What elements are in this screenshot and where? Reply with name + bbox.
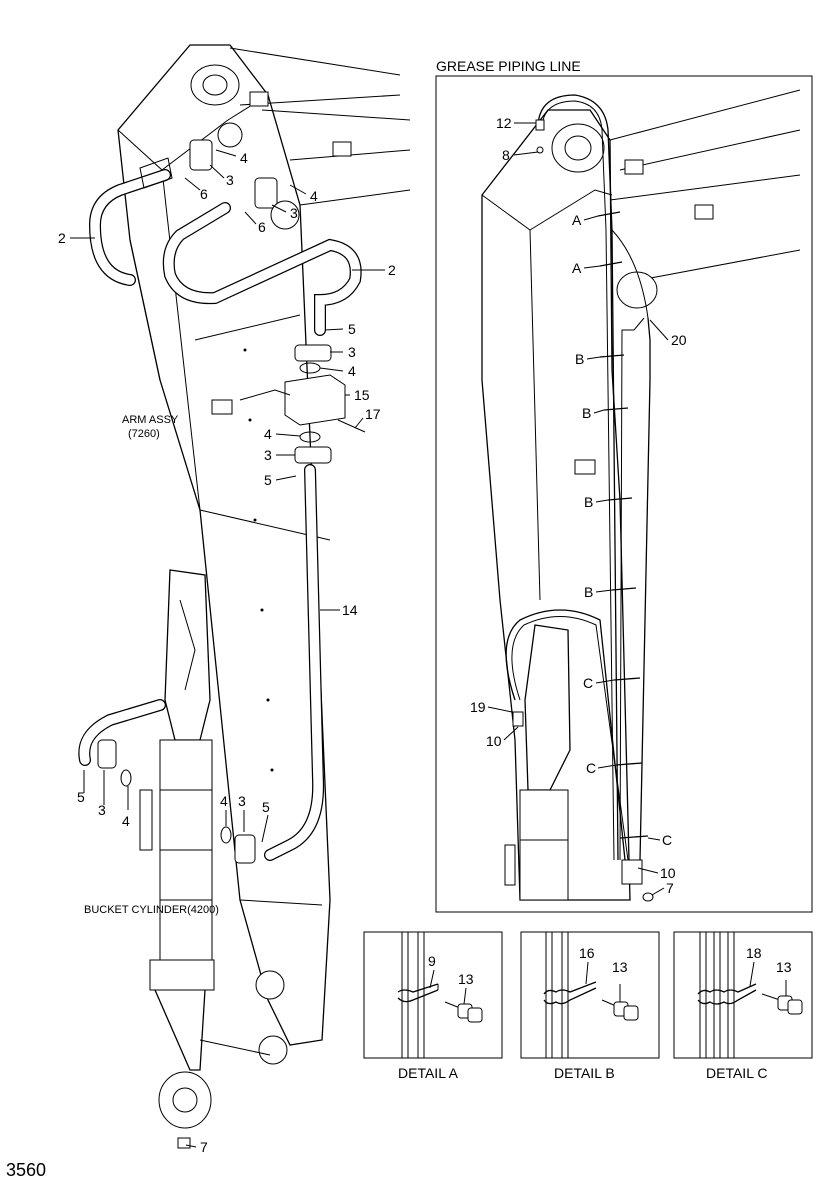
callout-3-block-top: 3 xyxy=(348,344,356,360)
callout-4-right: 4 xyxy=(220,793,228,809)
callout-4-block-top: 4 xyxy=(348,363,356,379)
detail-a-clamp-no: 9 xyxy=(428,953,436,969)
grease-callout-8: 8 xyxy=(502,147,510,163)
callout-4-block-bottom: 4 xyxy=(264,426,272,442)
detail-b-bolt-no: 13 xyxy=(612,959,628,975)
callout-5-block-bottom: 5 xyxy=(264,472,272,488)
grease-leader-lines xyxy=(487,122,669,896)
grease-piping-title: GREASE PIPING LINE xyxy=(436,58,581,74)
grease-callout-C2: C xyxy=(586,760,596,776)
detail-c-clamp-no: 18 xyxy=(746,945,762,961)
grease-callouts: 12 8 A A 20 B B B B C C C 19 10 10 7 xyxy=(470,115,687,896)
main-labels: ARM ASSY (7260) BUCKET CYLINDER(4200) xyxy=(84,414,219,916)
grease-callout-C3: C xyxy=(662,832,672,848)
page-number: 3560 xyxy=(6,1160,46,1180)
callout-5-left: 5 xyxy=(77,789,85,805)
flange-fittings xyxy=(97,122,366,864)
detail-a-panel: 9 13 DETAIL A xyxy=(363,931,503,1081)
grease-callout-B3: B xyxy=(584,494,593,510)
grease-callout-19: 19 xyxy=(470,699,486,715)
grease-piping-panel xyxy=(435,75,813,913)
callout-4-left: 4 xyxy=(122,813,130,829)
bucket-cylinder-label: BUCKET CYLINDER(4200) xyxy=(84,904,219,916)
callout-4-top: 4 xyxy=(240,150,248,166)
callout-3-left: 3 xyxy=(98,802,106,818)
grease-callout-B2: B xyxy=(582,405,591,421)
callout-6-top: 6 xyxy=(200,186,208,202)
callout-5-right: 5 xyxy=(262,799,270,815)
arm-assy-label: ARM ASSY xyxy=(122,414,179,426)
grease-callout-B4: B xyxy=(584,584,593,600)
callout-6-upper: 6 xyxy=(258,219,266,235)
detail-c-panel: 18 13 DETAIL C xyxy=(673,931,813,1081)
grease-callout-A1: A xyxy=(572,212,582,228)
grease-callout-20: 20 xyxy=(671,332,687,348)
callout-7-main: 7 xyxy=(200,1139,208,1155)
detail-a-bolt-no: 13 xyxy=(458,971,474,987)
grease-callout-C1: C xyxy=(583,675,593,691)
detail-c-caption: DETAIL C xyxy=(706,1065,767,1081)
grease-callout-B1: B xyxy=(575,351,584,367)
bucket-cylinder xyxy=(139,569,215,1149)
grease-callout-12: 12 xyxy=(496,115,512,131)
callout-14: 14 xyxy=(342,602,358,618)
main-callouts: 2 2 4 3 6 4 3 6 5 3 4 15 17 4 3 5 14 5 3… xyxy=(58,150,396,1155)
hose-2-left xyxy=(88,157,173,286)
callout-3-block-bottom: 3 xyxy=(264,447,272,463)
arm-structure xyxy=(117,44,411,1065)
grease-arm-structure xyxy=(481,89,801,901)
grease-callout-7: 7 xyxy=(666,880,674,896)
hose-2-right xyxy=(162,202,362,336)
callout-5-block-top: 5 xyxy=(348,321,356,337)
grease-callout-A2: A xyxy=(572,260,582,276)
callout-3-top: 3 xyxy=(226,172,234,188)
callout-3-right: 3 xyxy=(238,793,246,809)
grease-lines xyxy=(505,94,651,861)
hose-14 xyxy=(264,464,325,861)
callout-2-right: 2 xyxy=(388,262,396,278)
grease-clamps xyxy=(512,119,654,902)
grease-callout-10-right: 10 xyxy=(660,865,676,881)
detail-c-bolt-no: 13 xyxy=(776,959,792,975)
callout-3-upper: 3 xyxy=(290,205,298,221)
grease-callout-10-left: 10 xyxy=(486,733,502,749)
callout-17: 17 xyxy=(365,406,381,422)
callout-15: 15 xyxy=(354,387,370,403)
callout-2-left: 2 xyxy=(58,230,66,246)
detail-a-caption: DETAIL A xyxy=(398,1065,459,1081)
detail-b-caption: DETAIL B xyxy=(554,1065,615,1081)
hose-lower-left xyxy=(78,699,166,766)
detail-b-panel: 16 13 DETAIL B xyxy=(520,931,660,1081)
main-leader-lines xyxy=(70,149,385,1148)
detail-b-clamp-no: 16 xyxy=(579,945,595,961)
callout-4-upper: 4 xyxy=(310,188,318,204)
arm-assy-code: (7260) xyxy=(128,428,160,440)
